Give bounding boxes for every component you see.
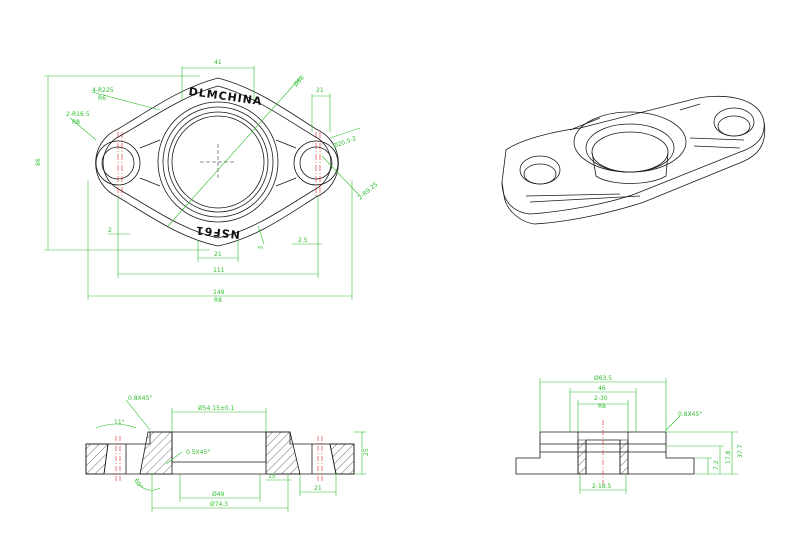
dim-2-30-sub: R8 bbox=[598, 403, 606, 410]
section-right-boss bbox=[265, 431, 301, 475]
dim-width-21: 21 bbox=[316, 87, 324, 94]
dim-chamfer-08: 0.8X45° bbox=[128, 395, 152, 402]
section-view bbox=[85, 431, 355, 475]
section-dimensions bbox=[95, 399, 366, 512]
flange-outline bbox=[95, 77, 339, 247]
dim-bolt-hole: Ø20.5-2 bbox=[332, 135, 357, 150]
dim-dia-743: Ø74.3 bbox=[210, 501, 228, 508]
dim-25: 2.5 bbox=[298, 237, 308, 244]
dim-149-sub: R8 bbox=[214, 297, 222, 304]
isometric-view bbox=[501, 95, 766, 225]
dim-fillet-2: 2-R16.5 bbox=[66, 111, 90, 118]
side-hatch-left bbox=[577, 439, 587, 475]
dim-21b: 21 bbox=[214, 251, 222, 258]
side-dimensions bbox=[539, 378, 738, 494]
dim-width-41: 41 bbox=[214, 59, 222, 66]
dim-2-30: 2-30 bbox=[594, 395, 608, 402]
top-view bbox=[95, 77, 339, 247]
dim-height-86: 86 bbox=[35, 158, 42, 166]
dim-fillet-2-sub: R8 bbox=[72, 119, 80, 126]
dim-height-25: 25 bbox=[363, 448, 370, 456]
dim-149: 149 bbox=[213, 289, 225, 296]
side-view bbox=[515, 431, 695, 475]
dim-2-185: 2-18.5 bbox=[592, 483, 612, 490]
bore bbox=[171, 115, 265, 209]
dim-178: 17.8 bbox=[725, 450, 732, 464]
dim-111: 111 bbox=[213, 267, 225, 274]
flange-inner-outline bbox=[102, 85, 332, 239]
section-centerlines bbox=[115, 436, 323, 482]
dim-fillet-4: 4-R225 bbox=[92, 87, 114, 94]
dim-21: 21 bbox=[314, 485, 322, 492]
dim-15: 15 bbox=[268, 473, 276, 480]
dim-46: 46 bbox=[598, 385, 606, 392]
dim-dia-49: Ø49 bbox=[212, 491, 225, 498]
side-hatch-right bbox=[619, 439, 629, 475]
dim-fillet-2b: 2-R9.25 bbox=[357, 181, 380, 202]
dim-72: 7.2 bbox=[713, 460, 720, 470]
dim-chamfer-side: 0.8X45° bbox=[678, 411, 702, 418]
section-left-boss bbox=[139, 431, 173, 475]
engraving-bottom: NSF61 bbox=[194, 223, 240, 241]
dim-2: 2 bbox=[108, 227, 112, 234]
top-view-dimensions bbox=[44, 66, 361, 300]
dim-chamfer-05: 0.5X45° bbox=[186, 449, 210, 456]
top-view-centerlines bbox=[117, 132, 321, 196]
dim-dia-88: Ø88 bbox=[292, 74, 306, 88]
dim-377: 37.7 bbox=[737, 444, 744, 458]
dim-dia-54: Ø54.15±0.1 bbox=[198, 405, 235, 412]
dim-angle-11: 11° bbox=[114, 419, 125, 426]
section-right-flange bbox=[329, 443, 355, 475]
dim-5: 5 bbox=[257, 245, 265, 251]
boss-ring bbox=[162, 106, 274, 218]
dim-angle-60: 60° bbox=[132, 478, 143, 491]
bore-outer bbox=[167, 111, 269, 213]
dim-fillet-4-sub: R6 bbox=[98, 95, 106, 102]
boss-outer bbox=[157, 101, 279, 223]
dim-dia-635: Ø63.5 bbox=[594, 375, 612, 382]
